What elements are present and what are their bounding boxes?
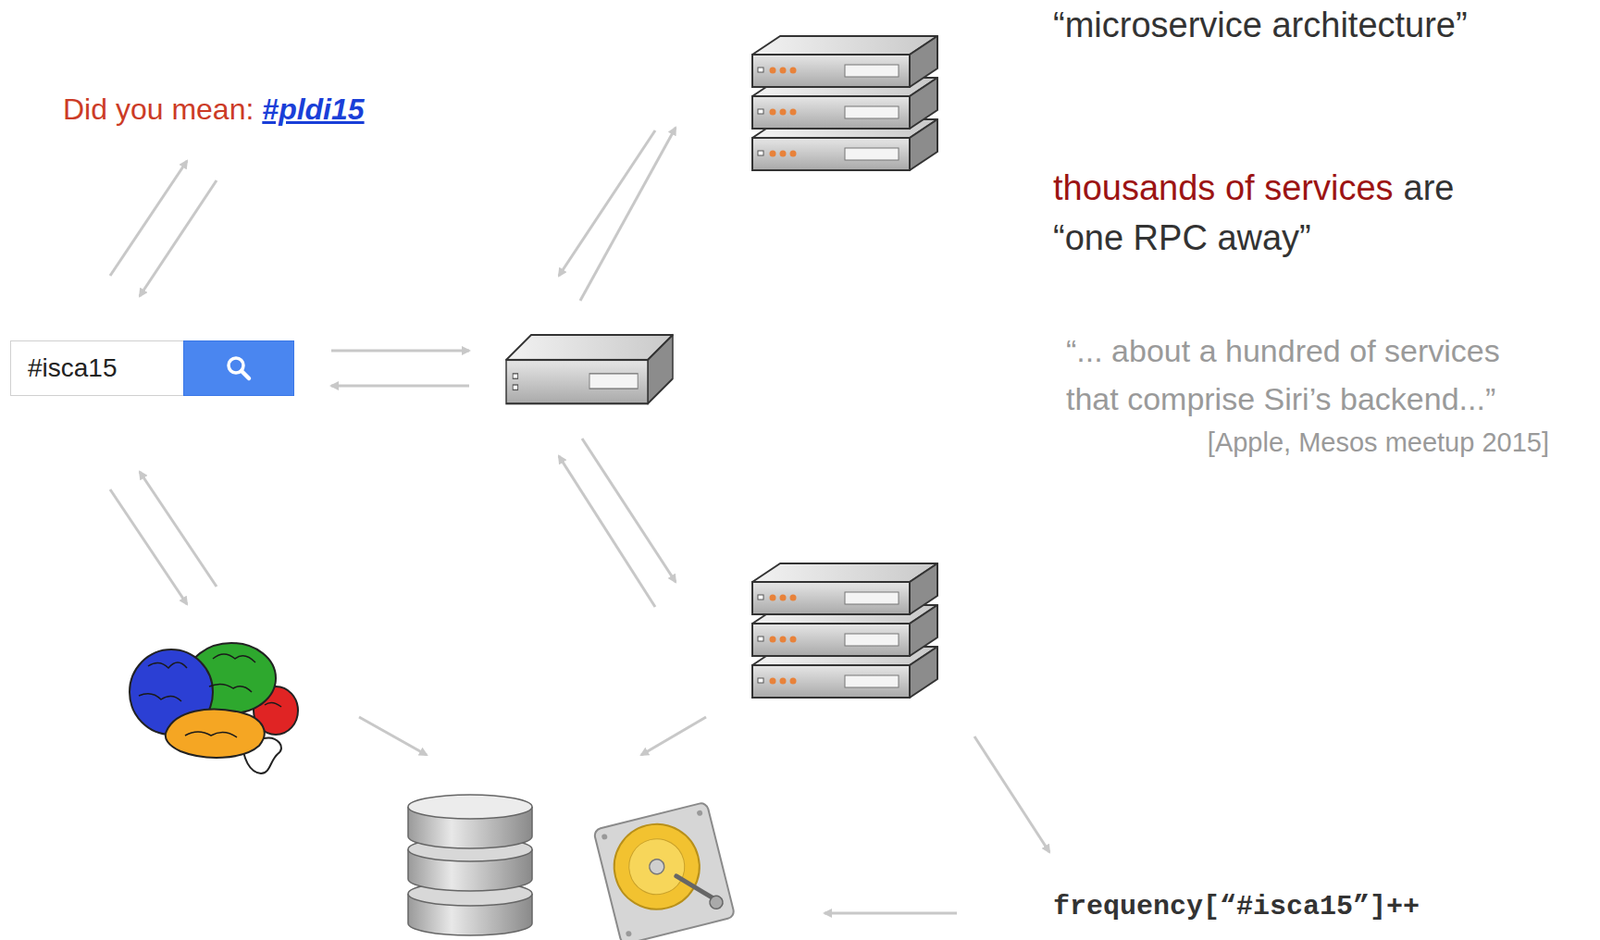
body-text: “one RPC away”	[1053, 218, 1312, 258]
highlight-text: thousands of services	[1053, 168, 1394, 208]
label-line: thousands of servicesare	[1053, 168, 1454, 209]
brain-icon	[129, 643, 298, 774]
server-icon	[506, 334, 673, 404]
search-button	[183, 340, 295, 397]
quote-text: “... about a hundred of services	[1066, 333, 1501, 369]
body-text: are	[1403, 168, 1455, 208]
label-line: Did you mean:#pldi15	[62, 92, 365, 127]
magnifier-icon	[224, 354, 253, 383]
database-icon	[408, 794, 533, 936]
suggestion-text: Did you mean:	[62, 92, 254, 126]
label-line: “microservice architecture”	[1053, 5, 1468, 46]
server-stack-icon	[752, 563, 938, 698]
code-text: frequency[“#isca15”]++	[1053, 891, 1420, 923]
search-query: #isca15	[27, 353, 118, 384]
suggestion-link: #pldi15	[261, 92, 364, 126]
heading-text: “microservice architecture”	[1053, 5, 1468, 45]
label-line: frequency[“#isca15”]++	[1053, 891, 1420, 923]
quote-text: that comprise Siri’s backend...”	[1066, 381, 1496, 417]
hard-disk-icon	[593, 802, 735, 940]
label-line: “one RPC away”	[1053, 218, 1312, 259]
label-line: “... about a hundred of services	[1066, 333, 1501, 370]
arrows	[110, 127, 1050, 914]
citation-text: [Apple, Mesos meetup 2015]	[1207, 427, 1550, 458]
label-line: [Apple, Mesos meetup 2015]	[1066, 427, 1550, 459]
search-box: #isca15	[10, 340, 295, 397]
label-line: that comprise Siri’s backend...”	[1066, 381, 1496, 418]
search-field: #isca15	[10, 340, 184, 397]
server-stack-icon	[752, 36, 938, 171]
